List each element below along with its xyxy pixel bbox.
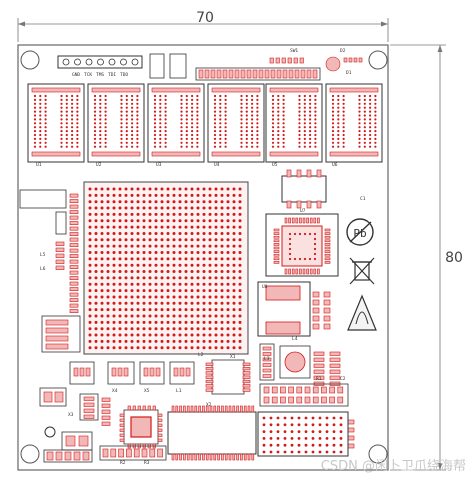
dimension-height-label: 80: [445, 250, 463, 266]
designator-label: R3: [144, 460, 150, 466]
designator-label: C2: [340, 376, 346, 382]
jtag-header: GND TCK TMS TDI TDO: [57, 55, 143, 78]
designator-label: L2: [198, 352, 204, 358]
weee-symbol: [349, 257, 375, 285]
dimension-width-label: 70: [196, 10, 214, 26]
qfp-chip: [265, 213, 339, 277]
designator-label: U5: [272, 162, 278, 168]
watermark: CSDN @闲卜卫爪绕海帮: [321, 459, 466, 474]
designator-label: R2: [120, 460, 126, 466]
jumper-2: [169, 53, 187, 79]
jtag-pin-label: TMS: [96, 72, 104, 78]
jtag-pin-label: TDO: [120, 72, 128, 78]
designator-label: L3: [264, 356, 270, 362]
designator-label: X4: [112, 388, 118, 394]
mounting-holes: [20, 50, 388, 464]
flash-soic: [281, 169, 327, 209]
designator-label: X5: [144, 388, 150, 394]
designator-label: U2: [96, 162, 102, 168]
designator-label: L4: [292, 336, 298, 342]
bottom-lga-chip: [257, 411, 349, 457]
memory-blocks: [27, 83, 383, 163]
dimension-width: 70: [17, 10, 389, 42]
lower-components: [39, 359, 251, 463]
designator-label: D2: [340, 48, 346, 54]
designator-label: U4: [214, 162, 220, 168]
designator-label: U1: [36, 162, 42, 168]
designator-label: U8: [262, 284, 268, 290]
designator-label: L6: [40, 266, 46, 272]
designator-label: U6: [332, 162, 338, 168]
designator-label: D1: [346, 70, 352, 76]
designator-label: L5: [40, 252, 46, 258]
board-outline: [17, 44, 389, 471]
designator-label: X2: [206, 402, 212, 408]
left-pin-strips: [19, 189, 81, 353]
jumper-1: [149, 53, 165, 79]
pb-free-symbol: Pb: [346, 218, 374, 246]
fpga-bga: [83, 181, 249, 355]
designator-label: R1: [316, 376, 322, 382]
dimension-height: 80: [390, 44, 463, 471]
jtag-pin-label: GND: [72, 72, 80, 78]
designator-label: L1: [176, 388, 182, 394]
bottom-center-chip: [167, 405, 257, 461]
designator-label: SW1: [290, 48, 298, 54]
jtag-pin-label: TDI: [108, 72, 116, 78]
esd-symbol: [347, 294, 377, 331]
designator-label: X3: [68, 412, 74, 418]
designator-label: C1: [360, 196, 366, 202]
top-connector-strip: [195, 56, 363, 81]
designator-label: X1: [230, 354, 236, 360]
designator-label: U7: [300, 208, 306, 214]
jtag-pin-label: TCK: [84, 72, 92, 78]
designator-label: U3: [156, 162, 162, 168]
power-inductor: [257, 281, 311, 337]
